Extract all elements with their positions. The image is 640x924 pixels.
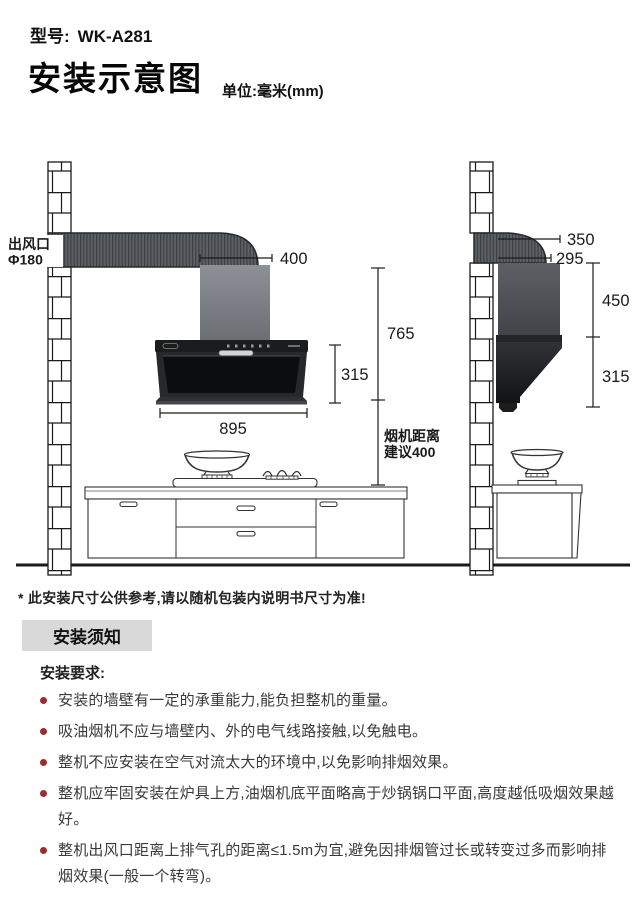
requirement-text: 整机出风口距离上排气孔的距离≤1.5m为宜,避免因排烟管过长或转变过多而影响排烟… (58, 842, 607, 885)
cabinet-handle (119, 501, 138, 508)
requirements-list: 安装的墙壁有一定的承重能力,能负担整机的重量。 吸油烟机不应与墙壁内、外的电气线… (40, 688, 618, 895)
dim-duct-offset: 350 (498, 231, 595, 249)
bullet-dot (40, 847, 47, 854)
requirement-text: 整机不应安装在空气对流太大的环境中,以免影响排烟效果。 (58, 754, 458, 771)
drawer-handle (236, 505, 256, 512)
install-notice-header: 安装须知 (22, 620, 152, 651)
bullet-dot (40, 790, 47, 797)
list-item: 吸油烟机不应与墙壁内、外的电气线路接触,以免触电。 (40, 719, 618, 745)
side-view-brick-wall (469, 161, 494, 576)
svg-text:765: 765 (387, 325, 415, 343)
outlet-diameter-text: Φ180 (8, 252, 43, 268)
svg-text:295: 295 (556, 250, 584, 268)
svg-text:烟机距离: 烟机距离 (384, 428, 440, 444)
drawer-handle (236, 530, 256, 537)
dim-chimney-depth: 295 (498, 250, 584, 268)
side-cabinet (491, 479, 583, 559)
unit-label: 单位:毫米(mm) (222, 83, 324, 100)
hood-brand-logo (162, 343, 179, 349)
model-value: WK-A281 (77, 27, 153, 46)
installation-diagram: 出风口 Φ180 400 895 315 765 烟机距离 建议400 (0, 150, 640, 580)
dim-install-height: 765 (371, 267, 415, 401)
reference-footnote: * 此安装尺寸公供参考,请以随机包装内说明书尺寸为准! (18, 590, 366, 606)
svg-text:建议400: 建议400 (384, 444, 436, 460)
front-exhaust-duct (47, 232, 259, 268)
svg-text:450: 450 (602, 292, 630, 310)
svg-text:315: 315 (341, 366, 369, 384)
side-exhaust-duct (473, 232, 547, 264)
front-range-hood (155, 340, 308, 405)
requirement-text: 吸油烟机不应与墙壁内、外的电气线路接触,以免触电。 (58, 723, 428, 740)
svg-text:315: 315 (602, 368, 630, 386)
bullet-dot (40, 759, 47, 766)
list-item: 整机出风口距离上排气孔的距离≤1.5m为宜,避免因排烟管过长或转变过多而影响排烟… (40, 838, 618, 890)
hood-handle (218, 350, 254, 356)
front-burner-grate (262, 469, 302, 480)
front-chimney (200, 265, 270, 341)
hood-glass-panel (163, 356, 300, 393)
side-wok (510, 448, 564, 478)
dim-hood-to-counter: 烟机距离 建议400 (371, 400, 440, 486)
cabinet-handle (319, 501, 338, 508)
front-wok (183, 450, 251, 479)
bullet-dot (40, 728, 47, 735)
requirement-text: 安装的墙壁有一定的承重能力,能负担整机的重量。 (58, 692, 397, 709)
hood-touch-controls (227, 344, 270, 348)
list-item: 整机应牢固安装在炉具上方,油烟机底平面略高于炒锅锅口平面,高度越低吸烟效果越好。 (40, 781, 618, 833)
outlet-label-text: 出风口 (8, 236, 50, 252)
list-item: 安装的墙壁有一定的承重能力,能负担整机的重量。 (40, 688, 618, 714)
model-label: 型号: (30, 27, 70, 46)
side-range-hood (496, 335, 562, 412)
outlet-label: 出风口 Φ180 (5, 235, 63, 268)
front-view-brick-wall (47, 161, 72, 576)
requirements-title: 安装要求: (40, 665, 105, 682)
bullet-dot (40, 697, 47, 704)
list-item: 整机不应安装在空气对流太大的环境中,以免影响排烟效果。 (40, 750, 618, 776)
model-number-row: 型号: WK-A281 (30, 22, 152, 47)
dim-hood-width: 895 (159, 408, 308, 438)
dim-hood-height-side: 315 (586, 337, 630, 408)
dim-hood-height-front: 315 (329, 344, 369, 404)
svg-text:350: 350 (567, 231, 595, 249)
requirement-text: 整机应牢固安装在炉具上方,油烟机底平面略高于炒锅锅口平面,高度越低吸烟效果越好。 (58, 785, 614, 828)
cooktop (172, 477, 318, 488)
front-cabinet (84, 477, 408, 559)
page-title: 安装示意图 (28, 60, 203, 97)
side-chimney (498, 263, 560, 337)
installation-diagram-svg: 出风口 Φ180 400 895 315 765 烟机距离 建议400 (5, 161, 630, 576)
svg-text:400: 400 (280, 250, 308, 268)
svg-text:895: 895 (219, 420, 247, 438)
dim-chimney-height-side: 450 (586, 262, 630, 338)
dim-chimney-width: 400 (199, 250, 308, 268)
